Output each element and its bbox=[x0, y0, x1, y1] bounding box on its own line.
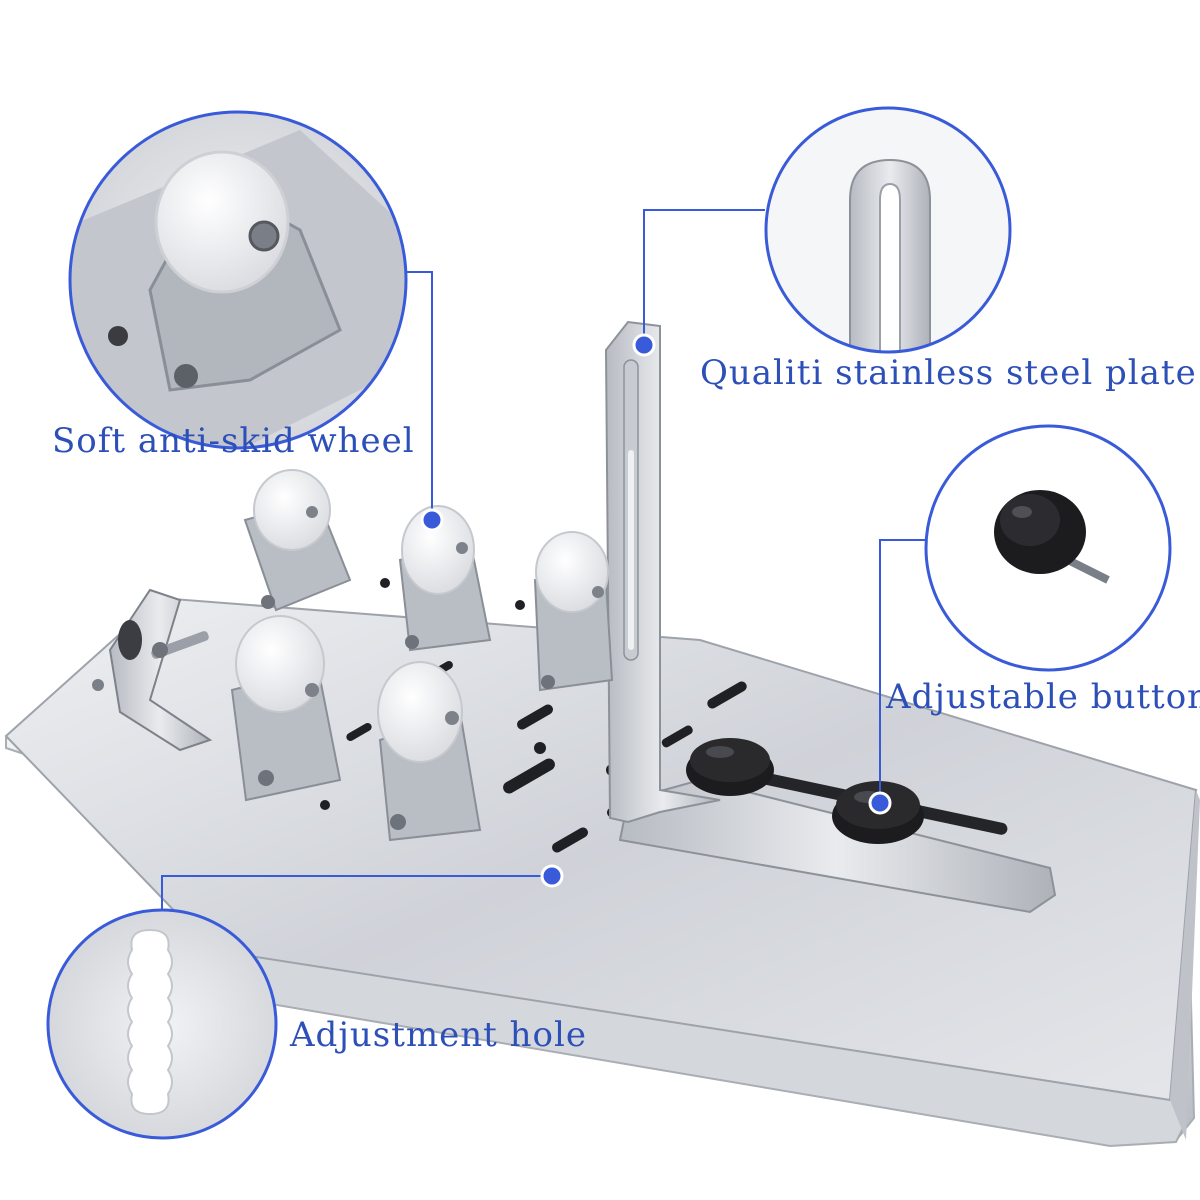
zoom-circle-hole bbox=[46, 908, 278, 1140]
vertical-steel-plate bbox=[604, 320, 721, 824]
callout-dots bbox=[420, 333, 892, 888]
screw-icon bbox=[174, 364, 198, 388]
axle-bolt-icon bbox=[248, 220, 280, 252]
button-callout-dot bbox=[868, 791, 892, 815]
wheel-1 bbox=[243, 469, 352, 612]
plate-callout-dot bbox=[632, 333, 656, 357]
wheel-5 bbox=[377, 661, 482, 842]
button-callout-label: Adjustable button bbox=[886, 677, 1200, 717]
zoom-circle-knob bbox=[924, 424, 1172, 672]
wheel-set bbox=[230, 469, 614, 842]
wheel-2 bbox=[398, 505, 492, 652]
hole-callout-label: Adjustment hole bbox=[290, 1015, 587, 1055]
hole-callout-dot bbox=[540, 864, 564, 888]
wheel-3 bbox=[533, 531, 614, 692]
knob-left bbox=[686, 738, 774, 796]
wheel-4 bbox=[230, 615, 342, 802]
wheel-callout-label: Soft anti-skid wheel bbox=[52, 421, 415, 461]
zoom-circle-wheel bbox=[68, 110, 408, 450]
wheel-callout-dot bbox=[420, 508, 444, 532]
zoom-circle-plate bbox=[764, 106, 1012, 354]
cutter-assembly bbox=[108, 588, 213, 752]
plate-callout-label: Qualiti stainless steel plate bbox=[700, 353, 1197, 393]
